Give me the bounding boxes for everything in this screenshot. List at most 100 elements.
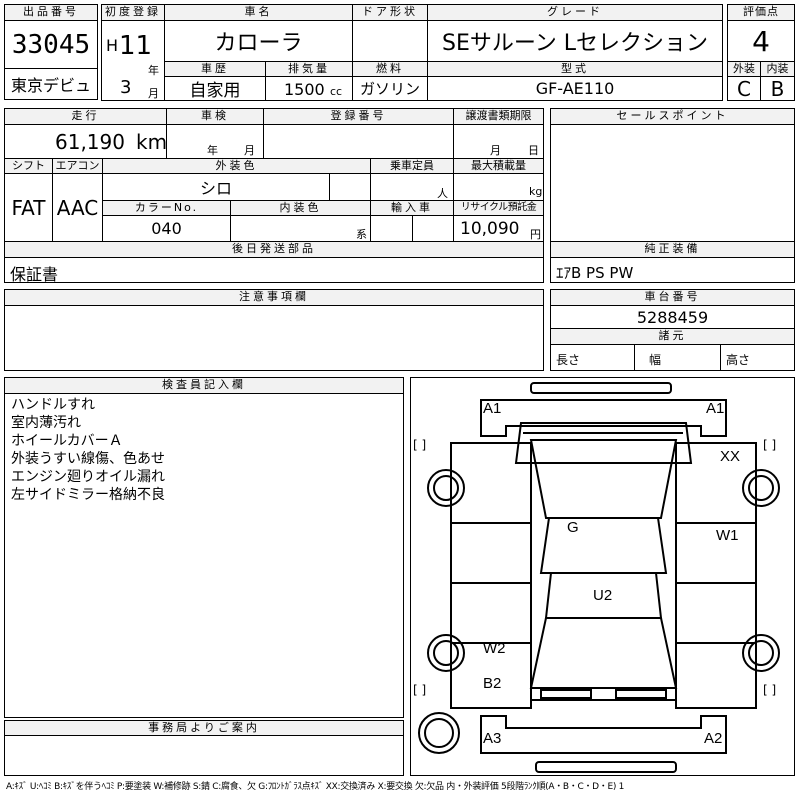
load-unit: kg — [529, 185, 543, 198]
equipment: ｴｱB PS PW — [556, 264, 634, 282]
score-label: 評価点 — [727, 4, 795, 21]
mark-front-left: A1 — [483, 400, 502, 417]
displacement-unit: cc — [330, 85, 343, 98]
shift-label: シフト — [4, 158, 53, 174]
displacement: 1500 — [284, 80, 325, 99]
recycle-unit: 円 — [530, 228, 541, 241]
sales-point-label: セールスポイント — [550, 108, 795, 125]
later-parts-box: 保証書 — [4, 257, 544, 283]
color-extra — [329, 173, 371, 201]
mark-cabin: U2 — [593, 587, 613, 604]
equipment-label: 純正装備 — [550, 241, 795, 258]
inspector-box: ハンドルすれ 室内薄汚れ ホイールカバーＡ 外装うすい線傷、色あせ エンジン廻り… — [4, 393, 404, 718]
history-label: 車歴 — [164, 61, 266, 77]
bracket-rl: [ ] — [413, 683, 427, 697]
color-no-label: カラーNo. — [102, 200, 231, 216]
transfer-day-unit: 日 — [528, 144, 539, 157]
aircon: AAC — [52, 173, 103, 242]
month-unit: 月 — [148, 87, 159, 100]
notes-box — [4, 305, 544, 371]
office-title: 事務局よりご案内 — [4, 720, 404, 736]
mark-left-rear: W2 — [483, 640, 506, 657]
year-unit: 年 — [148, 64, 159, 77]
mark-rear-left: A3 — [483, 730, 502, 747]
interior-color-unit: 系 — [356, 228, 367, 241]
mark-right-door: W1 — [716, 527, 739, 544]
import-box-a — [370, 215, 413, 242]
notes-label: 注意事項欄 — [4, 289, 544, 306]
lot-number-label: 出品番号 — [4, 4, 98, 21]
later-parts: 保証書 — [10, 265, 59, 283]
model-label: 型式 — [427, 61, 723, 77]
bracket-rr: [ ] — [763, 683, 777, 697]
interior-color-label: 内装色 — [230, 200, 371, 216]
car-name-label: 車名 — [164, 4, 353, 21]
sales-point-box — [550, 124, 795, 242]
capacity-label: 乗車定員 — [370, 158, 454, 174]
car-name: カローラ — [164, 20, 353, 62]
displacement-box: 1500 cc — [265, 76, 353, 101]
mark-front-wheel: XX — [720, 448, 741, 465]
exterior-grade: C — [727, 76, 761, 101]
lot-number: 33045 — [4, 20, 98, 69]
grade: SEサルーン Lセレクション — [427, 20, 723, 62]
era: H — [106, 36, 119, 55]
inspection-label: 車検 — [166, 108, 264, 125]
inspector-line: ホイールカバーＡ — [11, 433, 123, 449]
mark-front-right: A1 — [706, 400, 725, 417]
reg-month: 3 — [120, 77, 132, 98]
transfer-label: 譲渡書類期限 — [453, 108, 544, 125]
registration-label: 登録番号 — [263, 108, 454, 125]
interior-grade: B — [760, 76, 795, 101]
transfer-box: 月 日 — [453, 124, 544, 159]
insp-year-unit: 年 — [207, 144, 218, 157]
inspector-line: エンジン廻りオイル漏れ — [11, 469, 165, 485]
mileage: 61,190 — [55, 130, 125, 154]
load-label: 最大積載量 — [453, 158, 544, 174]
capacity-box: 人 — [370, 173, 454, 201]
interior-label: 内装 — [760, 61, 795, 77]
mark-rear-right: A2 — [704, 730, 723, 747]
transfer-month-unit: 月 — [490, 144, 501, 157]
office-box — [4, 735, 404, 776]
mark-roof: G — [567, 519, 579, 536]
first-reg-label: 初度登録 — [101, 4, 165, 21]
first-reg-box: H 11 年 3 月 — [101, 20, 165, 101]
import-label: 輸入車 — [370, 200, 454, 216]
tokyo-debut: 東京デビュ — [4, 68, 98, 100]
chassis-label: 車台番号 — [550, 289, 795, 306]
grade-label: グレード — [427, 4, 723, 21]
height-box: 高さ — [720, 344, 795, 371]
capacity-unit: 人 — [437, 187, 448, 200]
exterior-label: 外装 — [727, 61, 761, 77]
mileage-label: 走行 — [4, 108, 167, 125]
dims-label: 諸元 — [550, 328, 795, 345]
height-label: 高さ — [726, 353, 751, 367]
model: GF-AE110 — [427, 76, 723, 101]
door-label: ドア形状 — [352, 4, 428, 21]
color: シロ — [102, 173, 330, 201]
length-box: 長さ — [550, 344, 635, 371]
legend: A:ｷｽﾞ U:ﾍｺﾐ B:ｷｽﾞを伴うﾍｺﾐ P:要塗装 W:補修跡 S:錆 … — [6, 782, 625, 792]
color-label: 外装色 — [102, 158, 371, 174]
inspector-line: ハンドルすれ — [11, 397, 95, 413]
interior-color-box: 系 — [230, 215, 371, 242]
recycle: 10,090 — [460, 219, 520, 239]
equipment-box: ｴｱB PS PW — [550, 257, 795, 283]
inspector-line: 室内薄汚れ — [11, 415, 81, 431]
recycle-label: リサイクル預託金 — [453, 200, 544, 216]
displacement-label: 排気量 — [265, 61, 353, 77]
width-box: 幅 — [634, 344, 721, 371]
width-label: 幅 — [649, 353, 662, 367]
registration-box — [263, 124, 454, 159]
bracket-fr: [ ] — [763, 438, 777, 452]
fuel: ガソリン — [352, 76, 428, 101]
load-box: kg — [453, 173, 544, 201]
mileage-unit: km — [136, 130, 167, 154]
length-label: 長さ — [556, 353, 581, 367]
recycle-box: 10,090 円 — [453, 215, 544, 242]
later-parts-label: 後日発送部品 — [4, 241, 544, 258]
insp-month-unit: 月 — [244, 144, 255, 157]
car-diagram-svg — [418, 382, 780, 773]
mark-rear-bumper-left: B2 — [483, 675, 502, 692]
